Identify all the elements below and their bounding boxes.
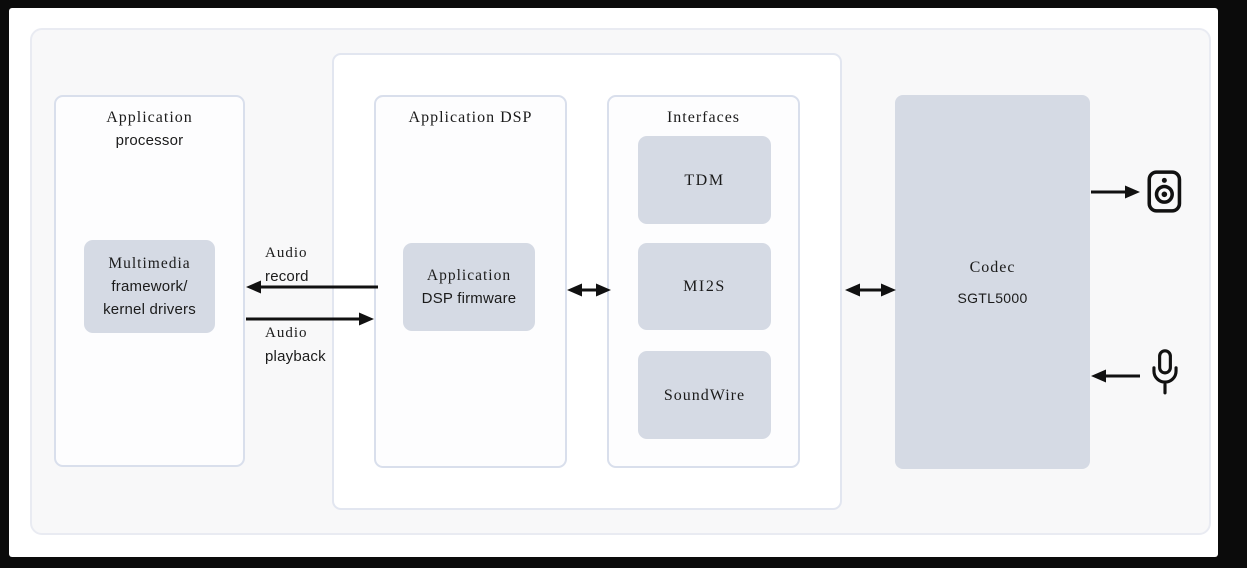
module-line: TDM	[684, 171, 725, 189]
title-line: Application	[106, 109, 193, 126]
label-line: record	[265, 268, 309, 285]
module-line: kernel drivers	[103, 301, 196, 318]
mic-icon	[1152, 349, 1178, 395]
tdm-module: TDM	[638, 136, 771, 224]
mi2s-module: MI2S	[638, 243, 771, 330]
title-line: Interfaces	[666, 109, 741, 126]
codec-title: Codec	[969, 258, 1016, 276]
soundwire-module: SoundWire	[638, 351, 771, 439]
module-line: framework/	[111, 278, 188, 295]
application-dsp-title: Application DSP	[376, 106, 565, 129]
module-line: DSP firmware	[421, 290, 517, 307]
label-line: Audio	[265, 325, 308, 341]
dsp-firmware-module: Application DSP firmware	[403, 243, 535, 331]
speaker-icon	[1147, 170, 1182, 213]
title-line: processor	[115, 132, 184, 149]
codec-box: Codec SGTL5000	[895, 95, 1090, 469]
application-processor-title: Application processor	[56, 106, 243, 152]
audio-playback-label: Audio playback	[265, 322, 326, 368]
title-line: Application DSP	[408, 109, 533, 126]
label-line: playback	[265, 348, 326, 365]
interfaces-title: Interfaces	[609, 106, 798, 129]
codec-label: Codec SGTL5000	[895, 95, 1090, 469]
module-line: MI2S	[683, 278, 726, 295]
module-line: Application	[426, 267, 512, 284]
codec-subtitle: SGTL5000	[957, 289, 1028, 306]
audio-record-label: Audio record	[265, 242, 309, 288]
multimedia-framework-module: Multimedia framework/ kernel drivers	[84, 240, 215, 333]
module-line: SoundWire	[663, 386, 746, 404]
label-line: Audio	[265, 245, 308, 261]
module-line: Multimedia	[108, 255, 191, 272]
